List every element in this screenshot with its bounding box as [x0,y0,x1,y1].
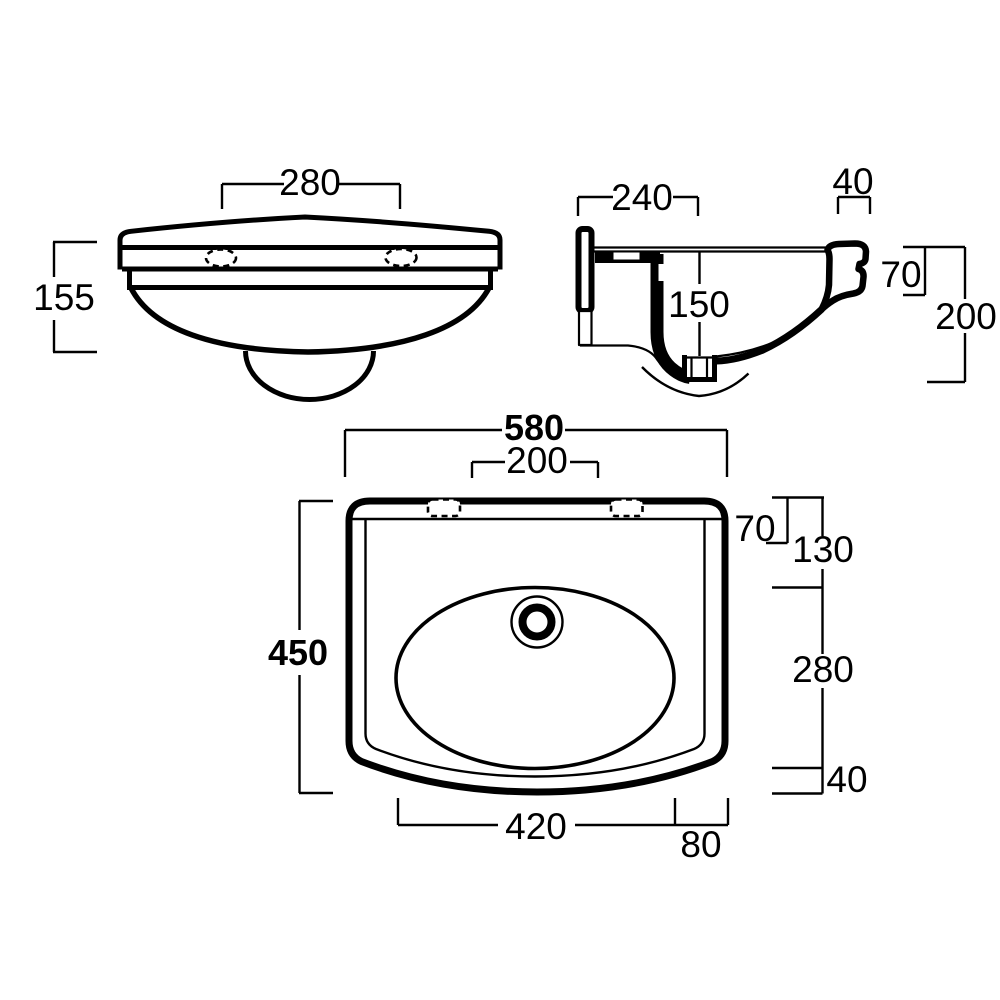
dim-side-40: 40 [832,161,874,214]
dim-side-70: 70 [880,245,965,297]
bowl-ellipse [394,585,676,771]
front-trap-bulge [243,350,376,402]
tap-hole-left-plan [426,498,462,518]
waste-hole-inner [518,603,556,641]
trap-inner-line [580,344,681,377]
bowl-bottom-arc [641,366,750,398]
dim-label-side-240: 240 [611,177,673,218]
dim-label-plan-70: 70 [734,508,775,549]
dim-front-280: 280 [220,162,402,209]
front-view: 280 155 [33,162,503,402]
wall-bracket-lower [577,309,593,347]
front-bowl-curve [128,286,492,355]
deck-fixing-hole [613,252,640,260]
dim-label-side-70: 70 [880,254,921,295]
basin-front-outline [117,214,503,402]
drain-fitting [682,355,717,382]
dim-label-plan-40: 40 [826,759,867,800]
dim-plan-420-80: 420 80 [396,798,730,865]
overflow-channel [658,264,665,281]
dim-label-plan-450: 450 [268,632,328,673]
front-rim-section [818,240,870,313]
dim-label-front-155: 155 [33,277,95,318]
dim-label-plan-80: 80 [680,824,721,865]
dim-label-plan-200: 200 [506,440,568,481]
dim-side-200: 200 [927,247,997,384]
dim-side-150: 150 [668,252,730,356]
front-top-surface [117,214,503,248]
dim-front-155: 155 [33,240,97,354]
dim-label-side-200: 200 [935,296,997,337]
tap-hole-right-front [384,247,418,268]
tap-hole-right-plan [609,498,644,518]
dim-label-plan-130: 130 [792,529,854,570]
wall-bracket [575,226,595,314]
dim-label-side-150: 150 [668,284,730,325]
basin-plan-outline [345,497,729,796]
dim-side-240: 240 [576,177,700,218]
dim-label-plan-420: 420 [505,806,567,847]
plan-inner-rim-line [364,519,706,778]
dim-label-plan-580: 580 [504,407,564,448]
dim-label-side-40: 40 [832,161,873,202]
dim-plan-580: 580 [343,407,729,477]
basin-side-section [575,226,870,398]
plan-view: 580 200 450 70 130 [268,407,868,865]
dim-plan-450: 450 [268,499,333,795]
dim-plan-200: 200 [470,440,600,481]
tap-hole-left-front [204,248,238,268]
dim-plan-right-chain: 70 130 280 40 [734,496,868,800]
dim-label-plan-280: 280 [792,649,854,690]
dim-label-front-280: 280 [279,162,341,203]
side-view: 240 40 70 150 200 [575,161,997,398]
